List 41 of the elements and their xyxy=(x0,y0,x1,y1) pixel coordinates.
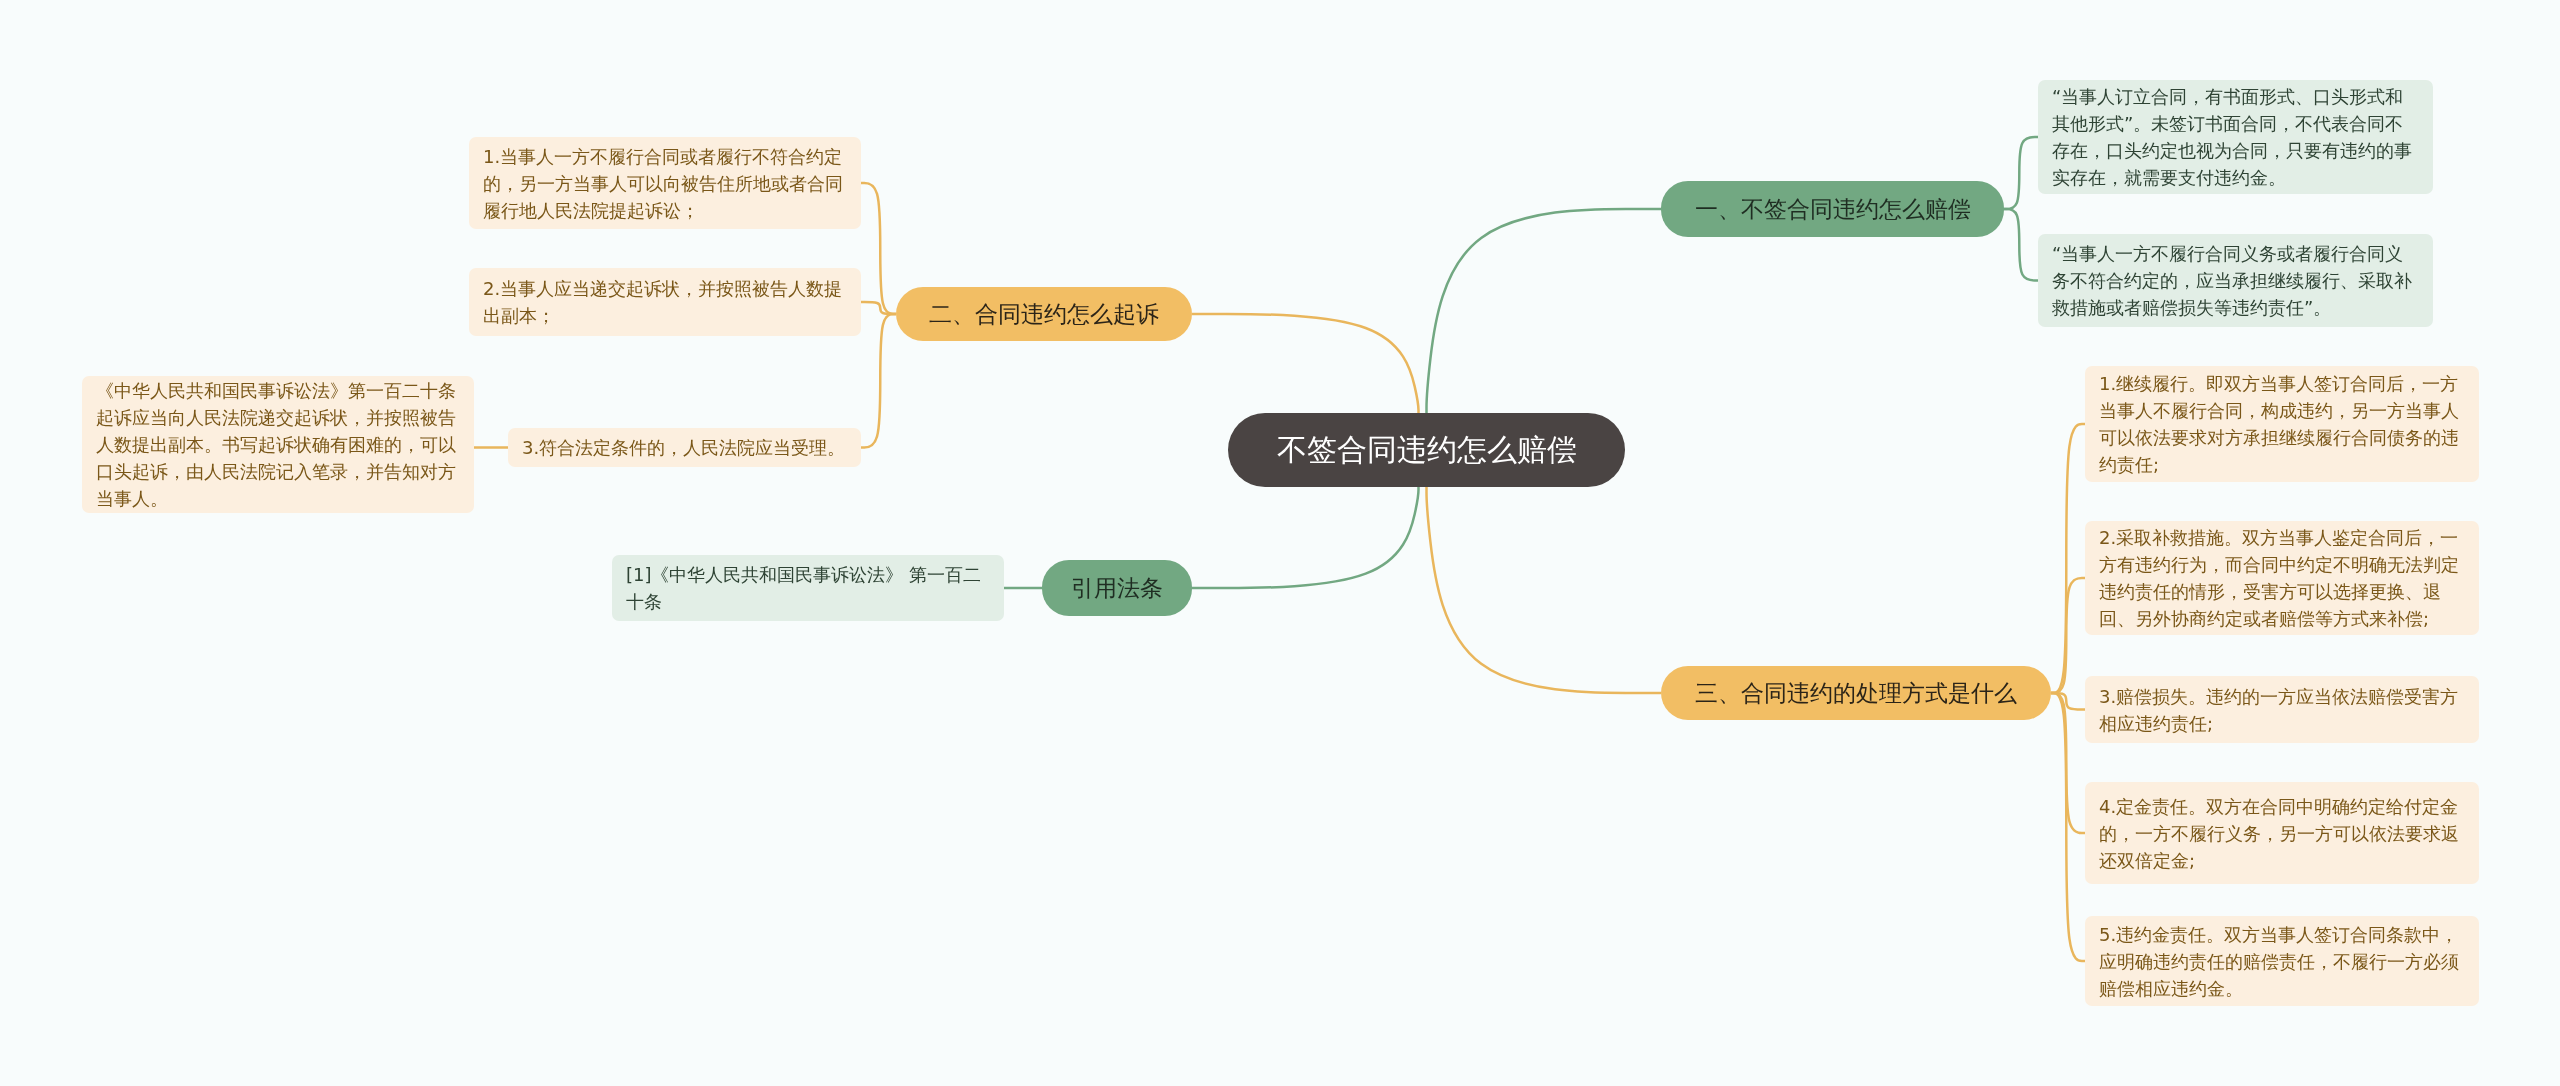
topic-label: 二、合同违约怎么起诉 xyxy=(929,299,1159,329)
note-box xyxy=(2085,521,2479,635)
note-text: 1.继续履行。即双方当事人签订合同后，一方当事人不履行合同，构成违约，另一方当事人可以依法要求对方承担继续履行合同债务的违约责任; xyxy=(2099,372,2460,477)
connector-line xyxy=(1192,312,1420,413)
topic-label: 引用法条 xyxy=(1071,573,1163,603)
topic-label: 一、不签合同违约怎么赔偿 xyxy=(1694,194,1971,224)
connector-line xyxy=(474,446,508,449)
note-text: 1.当事人一方不履行合同或者履行不符合约定的，另一方当事人可以向被告住所地或者合同履行地人民法院提起诉讼； xyxy=(483,144,844,223)
branch-topic xyxy=(896,287,1192,341)
note-box xyxy=(2085,782,2479,884)
note-box xyxy=(2085,916,2479,1006)
note-text: 3.赔偿损失。违约的一方应当依法赔偿受害方相应违约责任; xyxy=(2099,684,2460,736)
note-box xyxy=(2085,676,2479,743)
note-text: [1]《中华人民共和国民事诉讼法》 第一百二十条 xyxy=(626,563,983,614)
connector-line xyxy=(861,312,896,449)
note-box xyxy=(469,137,861,229)
note-box xyxy=(2038,234,2433,327)
topic-label: 不签合同违约怎么赔偿 xyxy=(1276,430,1577,469)
note-box xyxy=(2038,80,2433,194)
branch-topic xyxy=(1661,181,2004,237)
note-text: 《中华人民共和国民事诉讼法》第一百二十条起诉应当向人民法院递交起诉状，并按照被告人数提出副本。书写起诉状确有困难的，可以口头起诉，由人民法院记入笔录，并告知对方当事人。 xyxy=(96,379,457,511)
note-text: 2.当事人应当递交起诉状，并按照被告人数提出副本； xyxy=(483,277,844,328)
note-box xyxy=(469,268,861,336)
branch-topic xyxy=(1661,666,2051,720)
connector-line xyxy=(1425,487,1661,695)
connector-line xyxy=(2004,207,2038,282)
note-box xyxy=(508,428,861,467)
branch-topic xyxy=(1042,560,1192,616)
note-text: 2.采取补救措施。双方当事人鉴定合同后，一方有违约行为，而合同中约定不明确无法判定违约责任的情形，受害方可以选择更换、退回、另外协商约定或者赔偿等方式来补偿; xyxy=(2099,526,2460,631)
note-text: 3.符合法定条件的，人民法院应当受理。 xyxy=(522,436,846,460)
connector-line xyxy=(1004,586,1042,590)
note-text: “当事人一方不履行合同义务或者履行合同义务不符合约定的，应当承担继续履行、采取补救措施或者赔偿损失等违约责任”。 xyxy=(2052,242,2413,320)
connector-line xyxy=(2051,691,2085,963)
connector-line xyxy=(1425,207,1661,413)
note-text: “当事人订立合同，有书面形式、口头形式和其他形式”。未签订书面合同，不代表合同不存在，口头约定也视为合同，只要有违约的事实存在，就需要支付违约金。 xyxy=(2052,85,2413,190)
connector-line xyxy=(1192,487,1420,590)
note-text: 4.定金责任。双方在合同中明确约定给付定金的，一方不履行义务，另一方可以依法要求返还双倍定金; xyxy=(2099,794,2460,873)
topic-label: 三、合同违约的处理方式是什么 xyxy=(1695,678,2017,708)
note-text: 5.违约金责任。双方当事人签订合同条款中，应明确违约责任的赔偿责任，不履行一方必须赔偿相应违约金。 xyxy=(2099,922,2460,1001)
note-box xyxy=(2085,366,2479,482)
note-box xyxy=(612,555,1004,621)
